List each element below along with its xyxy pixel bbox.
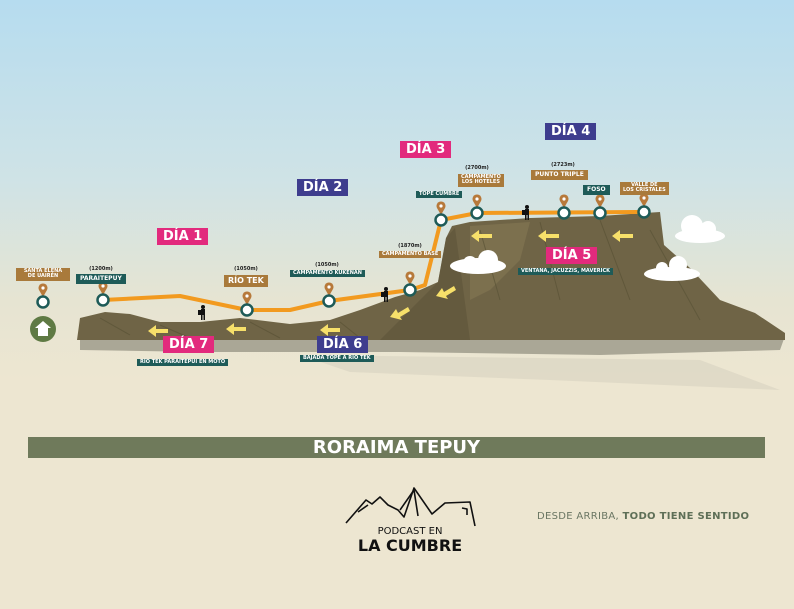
altitude-kukenan: (1050m)	[315, 262, 339, 268]
waypoint-label-campamento-base: CAMPAMENTO BASE	[379, 251, 442, 259]
mountain-highlight	[470, 222, 530, 300]
day-5-note: VENTANA, JACUZZIS, MAVERICK	[518, 268, 614, 276]
day-6-badge: DÍA 6	[317, 336, 369, 353]
waypoint-label-tope-cumbre: TOPE CUMBRE	[416, 191, 463, 199]
day-2-badge: DÍA 2	[297, 179, 349, 196]
altitude-punto-triple: (2723m)	[551, 162, 575, 168]
logo-line-2: LA CUMBRE	[357, 536, 463, 555]
label-line: CAMPAMENTO	[461, 174, 501, 180]
label-line: VALLE DE	[631, 182, 658, 188]
altitude-rio-tek: (1050m)	[234, 266, 258, 272]
day-6-note: BAJADA TOPE A RÍO TEK	[300, 355, 374, 363]
waypoint-label-rio-tek: RÍO TEK	[224, 275, 268, 288]
day-5-badge: DÍA 5	[546, 247, 598, 264]
waypoint-label-kukenan: CAMPAMENTO KUKENAN	[290, 270, 365, 278]
hiker-icons	[198, 205, 529, 320]
tagline-bold: TODO TIENE SENTIDO	[622, 511, 750, 522]
page-title: RORAIMA TEPUY	[28, 437, 765, 458]
waypoint-label-foso: FOSO	[583, 185, 610, 196]
tagline: DESDE ARRIBA, TODO TIENE SENTIDO	[537, 511, 749, 522]
waypoint-label-punto-triple: PUNTO TRIPLE	[531, 170, 588, 181]
altitude-campamento-base: (1870m)	[398, 243, 422, 249]
podcast-logo: PODCAST EN LA CUMBRE	[345, 526, 475, 554]
label-line: LOS CRISTALES	[623, 187, 666, 194]
label-line: DE UAIRÉN	[27, 273, 59, 280]
logo-line-1: PODCAST EN	[377, 526, 443, 537]
day-3-badge: DÍA 3	[400, 141, 452, 158]
tagline-regular: DESDE ARRIBA,	[537, 511, 623, 522]
home-icon	[30, 316, 56, 342]
day-4-badge: DÍA 4	[545, 123, 597, 140]
altitude-paraitepuy: (1200m)	[89, 266, 113, 272]
mountain	[77, 212, 785, 340]
day-1-badge: DÍA 1	[157, 228, 209, 245]
altitude-hoteles: (2700m)	[465, 165, 489, 171]
ground-faint	[300, 355, 780, 390]
label-line: LOS HOTELES	[461, 179, 500, 186]
mountain-shade	[380, 228, 470, 340]
day-7-badge: DÍA 7	[163, 336, 215, 353]
waypoint-label-paraitepuy: PARAITEPUY	[76, 274, 126, 285]
clouds	[450, 215, 725, 281]
direction-arrows	[148, 230, 633, 337]
label-line: SANTA ELENA	[23, 268, 63, 274]
waypoint-pins	[36, 193, 651, 317]
ground-shadow	[80, 336, 785, 355]
day-7-note: RÍO TEK PARAITEPUI EN MOTO	[137, 359, 229, 367]
route-line	[102, 210, 645, 312]
podcast-logo-mountains	[345, 487, 476, 527]
